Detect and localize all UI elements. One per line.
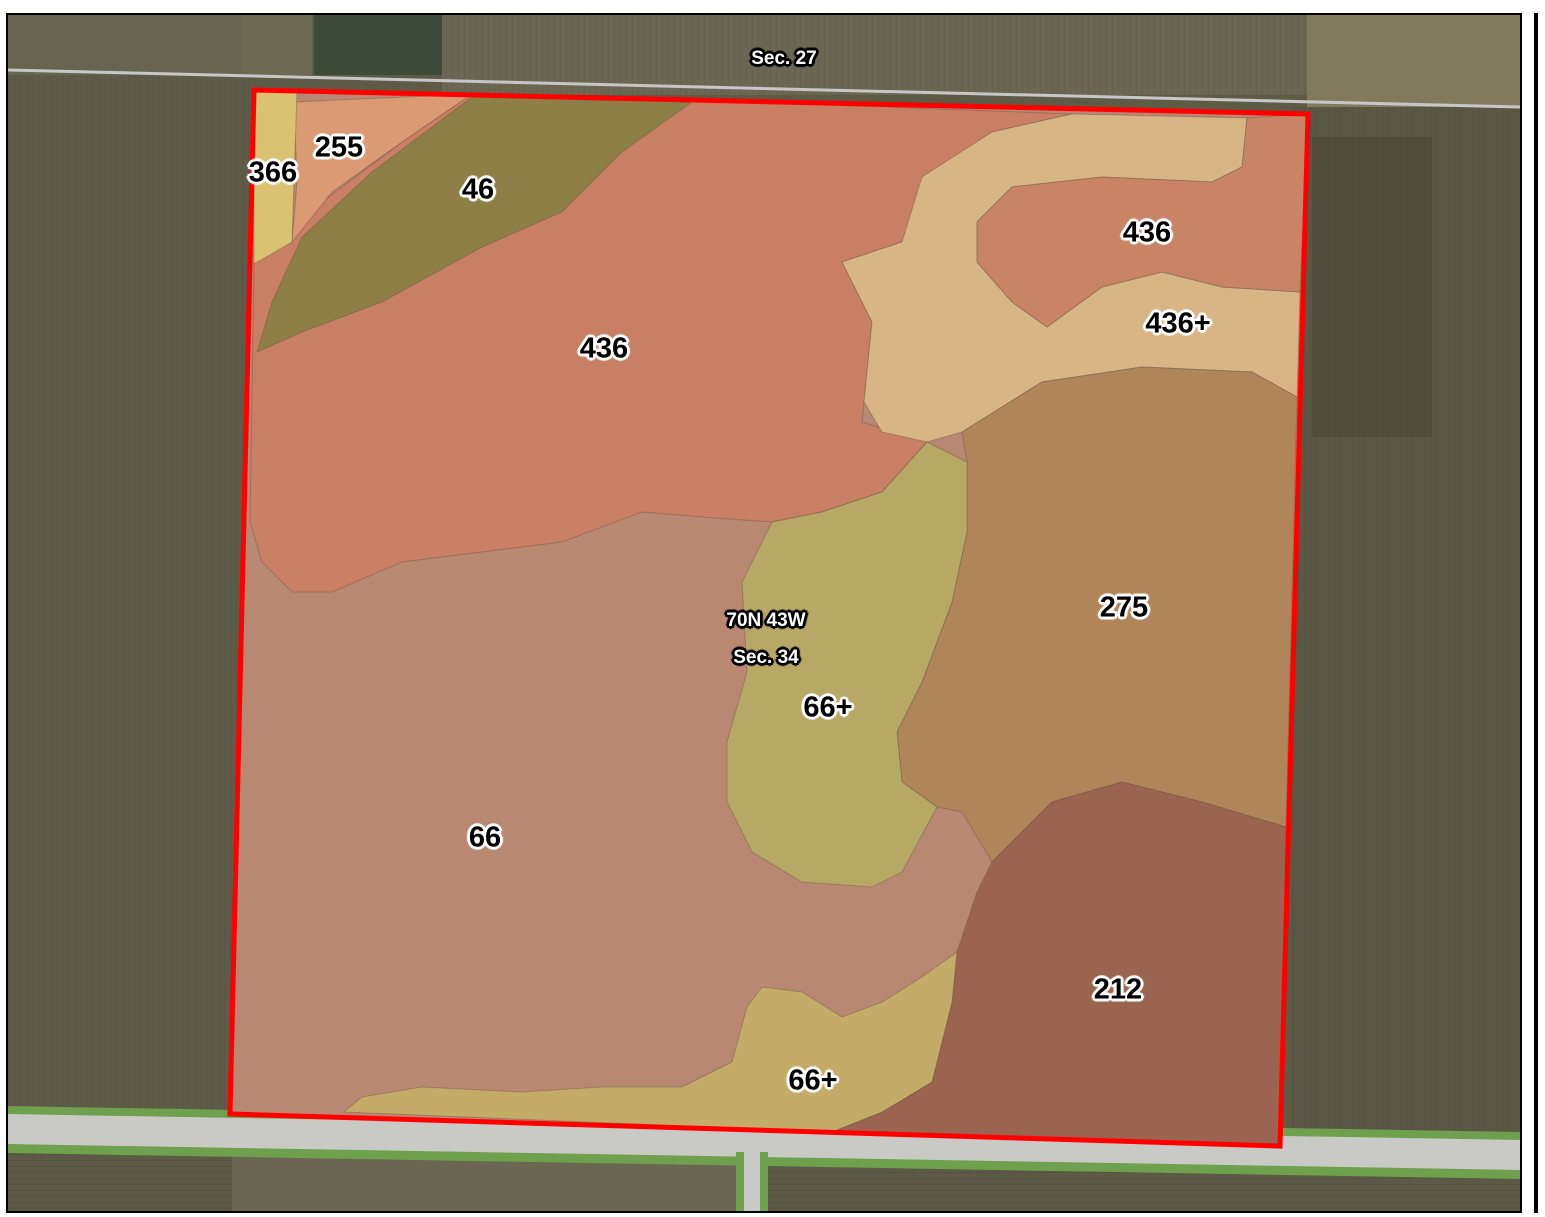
- township-range-label: 70N 43W: [726, 610, 806, 631]
- soil-label-366: 366: [248, 156, 298, 189]
- field-northeast: [1307, 15, 1520, 110]
- frame-rule: [1534, 13, 1538, 1213]
- map-canvas: [8, 15, 1520, 1211]
- soil-label-275: 275: [1099, 591, 1149, 624]
- soil-map[interactable]: Sec. 27 70N 43W Sec. 34 366 255 46 436 4…: [6, 13, 1522, 1213]
- field-west-rows: [8, 75, 253, 1120]
- field-east-dark: [1312, 137, 1432, 437]
- soil-label-255: 255: [314, 131, 364, 164]
- pond-north: [314, 15, 444, 75]
- side-road-grass-left: [736, 1152, 744, 1211]
- side-road: [744, 1134, 760, 1211]
- soil-polygon-66plus-a: [726, 441, 968, 888]
- soil-polygon-46: [256, 96, 694, 353]
- soil-label-436-a: 436: [579, 332, 629, 365]
- side-road-grass-right: [760, 1152, 768, 1211]
- section-line-north: [8, 68, 1520, 109]
- soil-label-46: 46: [461, 173, 495, 206]
- field-north-rows: [442, 15, 1312, 95]
- field-northwest: [242, 15, 312, 75]
- soil-label-66plus-a: 66+: [803, 691, 853, 724]
- soil-label-436-b: 436: [1122, 216, 1172, 249]
- soil-polygons: [229, 89, 1309, 1147]
- soil-polygon-66plus-b: [342, 950, 958, 1133]
- soil-label-212: 212: [1093, 973, 1143, 1006]
- parcel-boundary[interactable]: [227, 87, 1311, 1149]
- field-east-rows: [1292, 107, 1520, 1137]
- soil-label-436plus: 436+: [1145, 307, 1211, 340]
- section-label-center: Sec. 34: [733, 647, 799, 668]
- soil-label-66: 66: [468, 821, 502, 854]
- soil-polygon-436-b: [976, 113, 1309, 328]
- field-west-north: [8, 15, 253, 75]
- section-label-north: Sec. 27: [751, 48, 817, 69]
- road-surface: [8, 1114, 1520, 1172]
- soil-label-66plus-b: 66+: [788, 1064, 838, 1097]
